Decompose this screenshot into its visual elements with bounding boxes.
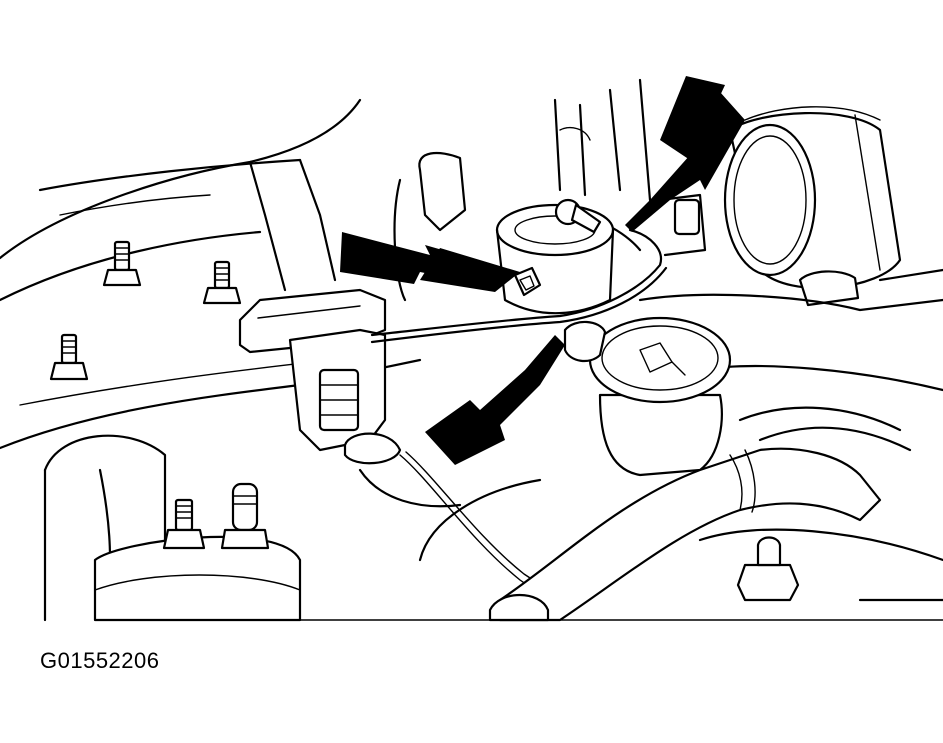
callout-arrow-upper-right-head	[660, 76, 725, 160]
callout-arrow-left-tip	[420, 248, 520, 292]
stud-3	[49, 333, 89, 381]
purge-canister	[495, 198, 615, 315]
stud-1	[102, 240, 142, 287]
engine-block-right	[638, 193, 943, 392]
lower-hose	[488, 447, 882, 622]
strut-tower	[43, 434, 302, 622]
engine-studs-left	[49, 240, 242, 381]
stud-2	[202, 260, 242, 305]
intake-duct	[698, 106, 902, 307]
body-panel-contours	[0, 98, 422, 450]
reservoir	[563, 316, 732, 477]
sensor-bracket	[238, 288, 402, 465]
callout-arrow-lower	[425, 335, 565, 465]
callout-arrows	[340, 76, 745, 465]
lower-contours	[299, 406, 943, 621]
rear-column	[393, 78, 652, 302]
bolt-right	[698, 528, 943, 602]
figure-id-label: G01552206	[40, 648, 160, 673]
callout-arrow-upper-right	[625, 92, 745, 232]
